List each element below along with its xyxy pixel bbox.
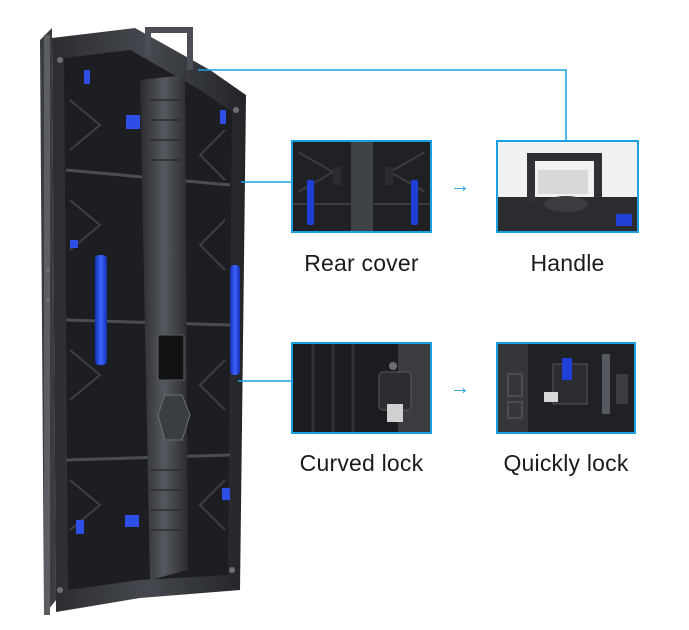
handle-photo-icon [498,142,637,231]
rear-cover-photo-icon [293,142,430,231]
quick-lock-thumbnail [496,342,636,434]
handle-label: Handle [530,250,605,276]
quick-lock-label: Quickly lock [503,450,629,476]
quick-lock-photo-icon [498,344,634,432]
rear-cover-label: Rear cover [304,250,419,276]
arrow-right-icon: → [450,377,470,399]
rear-cover-thumbnail [291,140,432,233]
curved-lock-photo-icon [293,344,430,432]
handle-thumbnail [496,140,639,233]
led-cabinet-image [40,27,246,615]
curved-lock-thumbnail [291,342,432,434]
curved-lock-label: Curved lock [299,450,424,476]
arrow-right-icon: → [450,175,470,197]
